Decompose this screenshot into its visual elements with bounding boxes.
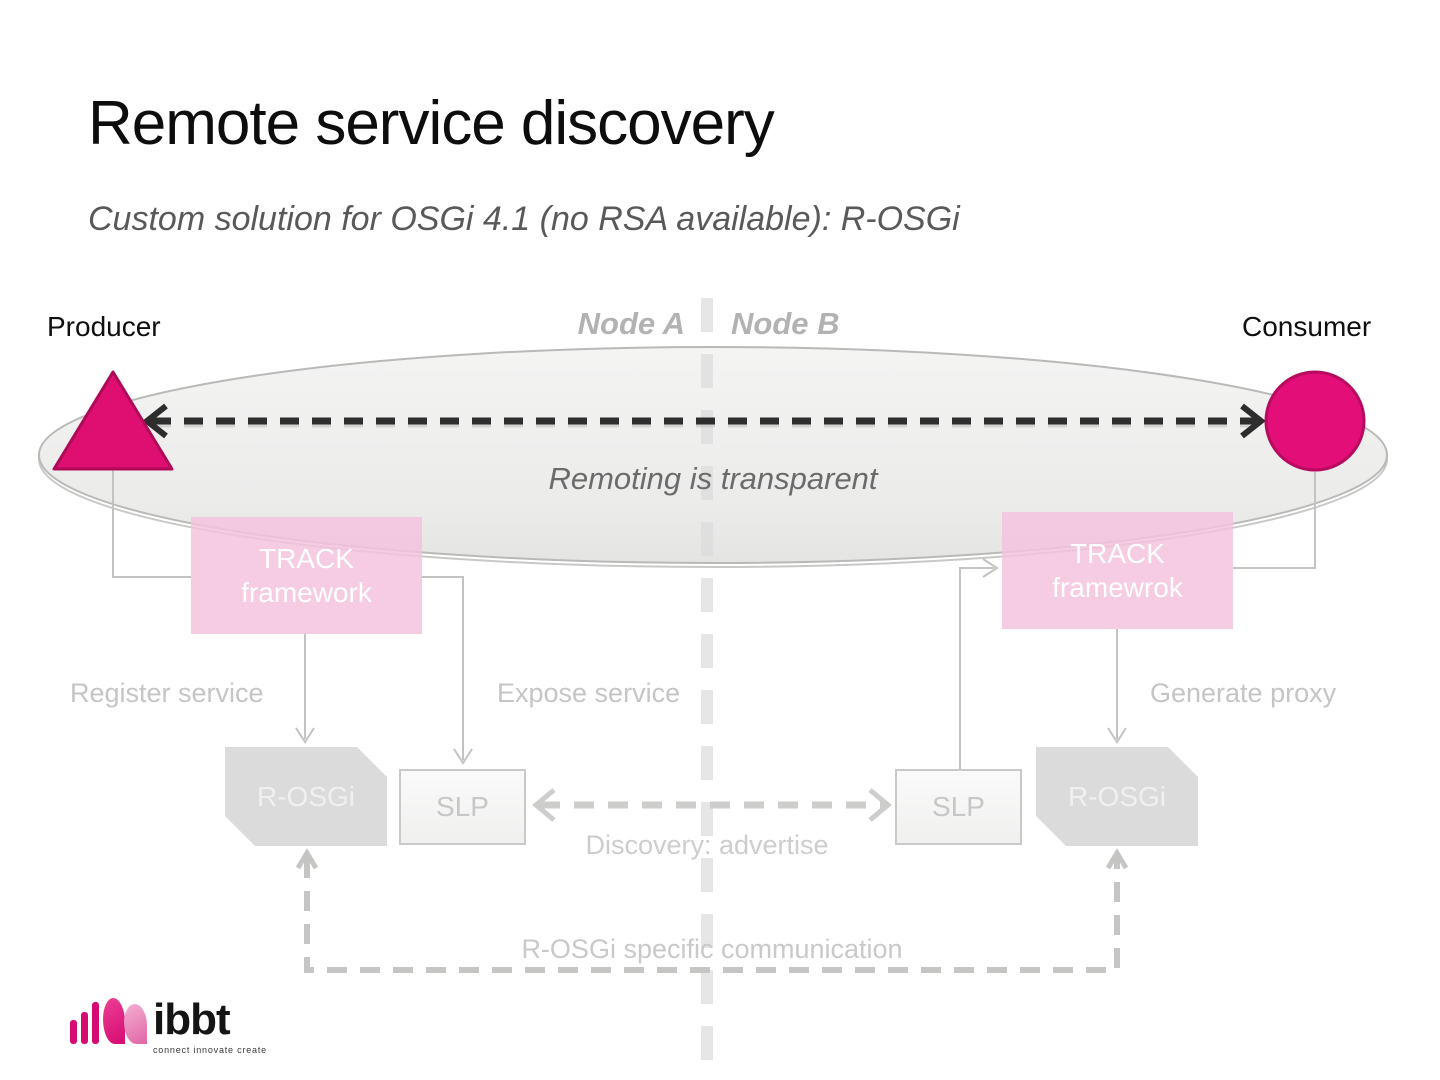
slp-box-node-a: SLP [399,769,526,845]
track-box-line1: TRACK [259,542,354,574]
ibbt-logo-icon [70,998,147,1048]
rosgi-box-label: R-OSGi [1068,780,1166,812]
consumer-label: Consumer [1242,311,1372,342]
logo-wordmark: ibbt [153,995,231,1044]
logo-leaf-icon [124,1004,147,1044]
track-box-line2: framework [241,576,372,608]
logo-tagline: connect innovate create [153,1045,267,1055]
logo-bar-icon [70,1020,77,1044]
subtitle: Custom solution for OSGi 4.1 (no RSA ava… [88,200,960,238]
slp-box-label: SLP [932,791,985,822]
node-a-label: Node A [577,306,685,341]
ibbt-logo: ibbt connect innovate create [70,998,267,1060]
slp-box-label: SLP [436,791,489,822]
logo-text-block: ibbt connect innovate create [153,995,267,1056]
register-service-label: Register service [70,678,264,708]
track-framework-box-node-b: TRACK framewrok [1002,512,1233,629]
slp-box-node-b: SLP [895,769,1022,845]
producer-label: Producer [47,311,161,342]
node-b-label: Node B [731,306,840,341]
rosgi-box-node-a: R-OSGi [225,747,387,846]
logo-leaf-icon [103,998,125,1044]
track-box-line2: framewrok [1052,571,1183,603]
generate-proxy-label: Generate proxy [1150,678,1337,708]
track-framework-box-node-a: TRACK framework [191,517,422,634]
expose-service-label: Expose service [497,678,681,708]
logo-bar-icon [92,1002,99,1044]
logo-bar-icon [81,1012,88,1044]
page-title: Remote service discovery [88,89,775,158]
discovery-advertise-label: Discovery: advertise [585,830,829,860]
rosgi-box-node-b: R-OSGi [1036,747,1198,846]
rosgi-communication-label: R-OSGi specific communication [521,934,903,964]
rosgi-box-label: R-OSGi [257,780,355,812]
remoting-caption: Remoting is transparent [548,461,878,496]
track-box-line1: TRACK [1070,537,1165,569]
